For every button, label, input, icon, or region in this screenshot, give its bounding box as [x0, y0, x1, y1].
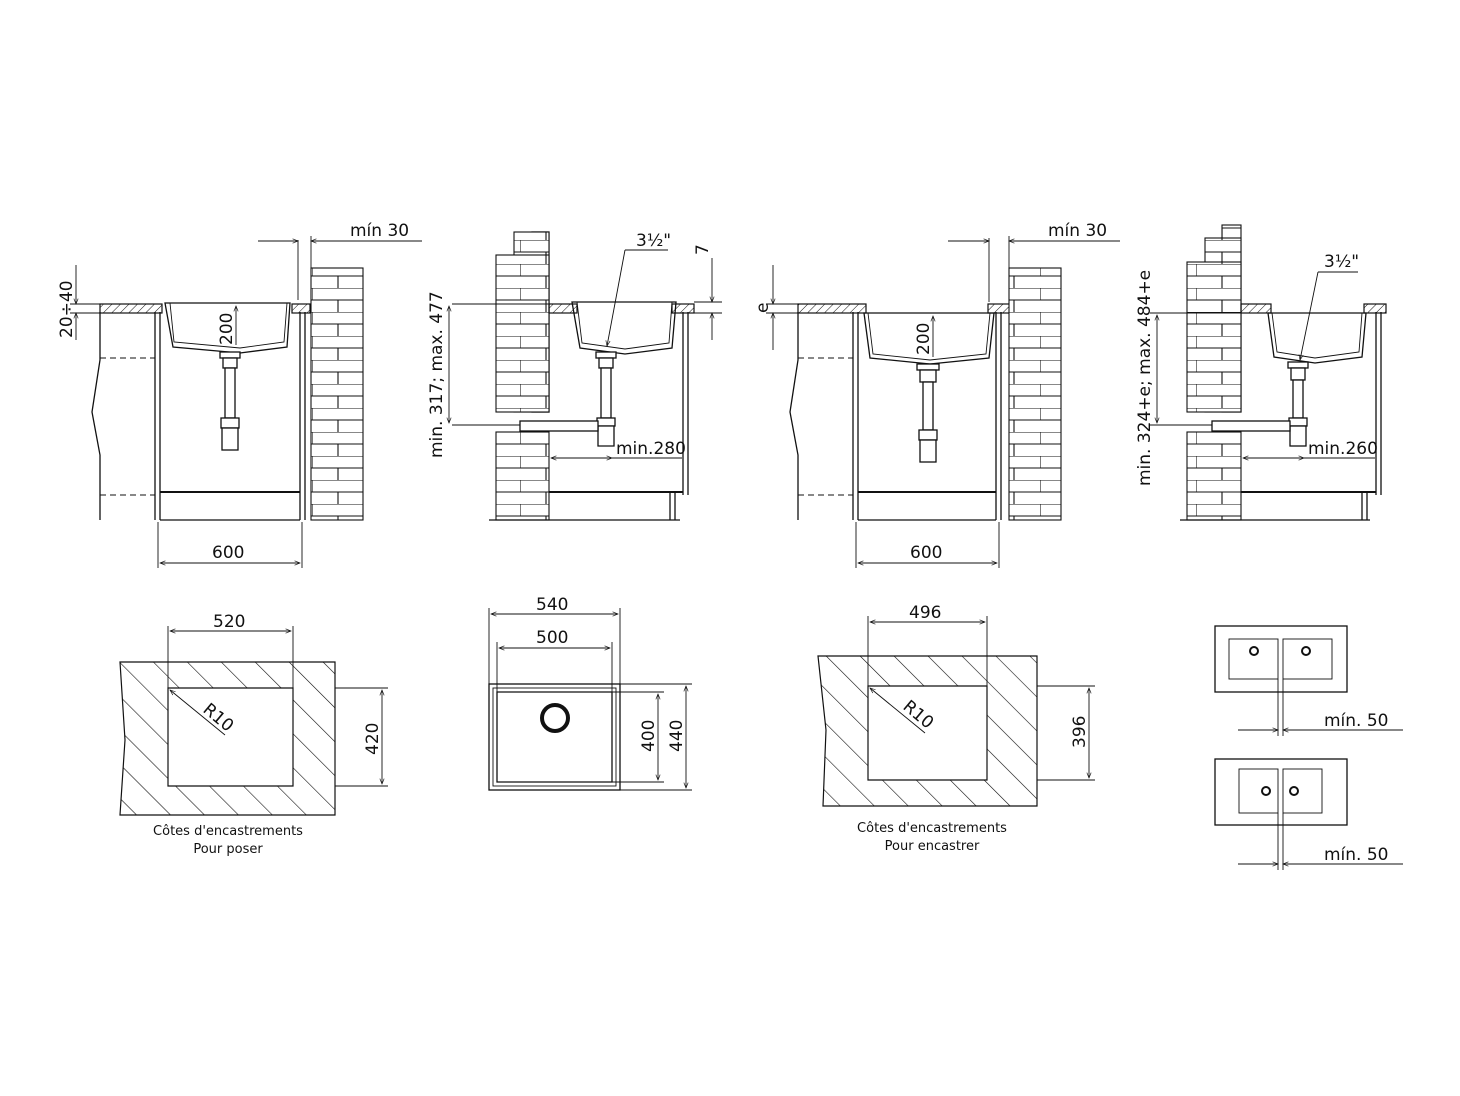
label-sink-inner-width: 500: [536, 628, 568, 648]
label-sink-inner-height: 400: [639, 720, 659, 752]
label-cutout2-width: 496: [909, 603, 941, 623]
drain-icon: [540, 703, 570, 733]
caption-cutout2-line2: Pour encastrer: [885, 839, 980, 854]
label-height-2: min. 317; max. 477: [427, 291, 447, 458]
label-sink-outer-height: 440: [667, 720, 687, 752]
label-spacing-1: mín. 50: [1324, 711, 1389, 731]
section-view-1: mín 30 20÷40 200 600: [57, 221, 422, 568]
label-outlet-4: 3½": [1324, 252, 1359, 272]
label-cutout1-height: 420: [363, 723, 383, 755]
label-gap-2: 7: [693, 244, 713, 255]
label-min-gap-3: mín 30: [1048, 221, 1107, 241]
caption-cutout1-line1: Côtes d'encastrements: [153, 824, 303, 839]
label-thickness: 20÷40: [57, 280, 77, 338]
spacing-diagram-1: mín. 50: [1214, 625, 1403, 736]
label-cutout2-radius: R10: [899, 697, 937, 734]
section-view-2: min. 317; max. 477 7 3½" min.280: [427, 231, 722, 521]
label-min-2: min.280: [616, 439, 686, 459]
label-spacing-2: mín. 50: [1324, 845, 1389, 865]
brick-wall: [310, 267, 364, 521]
label-cutout2-height: 396: [1070, 716, 1090, 748]
caption-cutout1-line2: Pour poser: [193, 842, 263, 857]
label-width-3: 600: [910, 543, 942, 563]
label-height-4: min. 324+e; max. 484+e: [1135, 270, 1155, 486]
label-min-4: min.260: [1308, 439, 1378, 459]
caption-cutout2-line1: Côtes d'encastrements: [857, 821, 1007, 836]
label-depth-3: 200: [914, 323, 934, 355]
label-min-gap-1: mín 30: [350, 221, 409, 241]
spacing-diagram-2: mín. 50: [1214, 758, 1403, 870]
cutout-top-mount: 520 420 R10 Côtes d'encastrements Pour p…: [119, 612, 388, 857]
label-sink-outer-width: 540: [536, 595, 568, 615]
label-e: e: [753, 303, 773, 313]
label-cutout1-radius: R10: [199, 700, 237, 737]
label-depth-1: 200: [217, 313, 237, 345]
label-width-1: 600: [212, 543, 244, 563]
sink-top-view: 540 500 400 440: [488, 595, 692, 791]
section-view-4: min. 324+e; max. 484+e 3½" min.260: [1135, 224, 1387, 521]
cutout-undermount: 496 396 R10 Côtes d'encastrements Pour e…: [817, 603, 1095, 854]
label-outlet-2: 3½": [636, 231, 671, 251]
label-cutout1-width: 520: [213, 612, 245, 632]
section-view-3: mín 30 e 200 600: [753, 221, 1120, 568]
